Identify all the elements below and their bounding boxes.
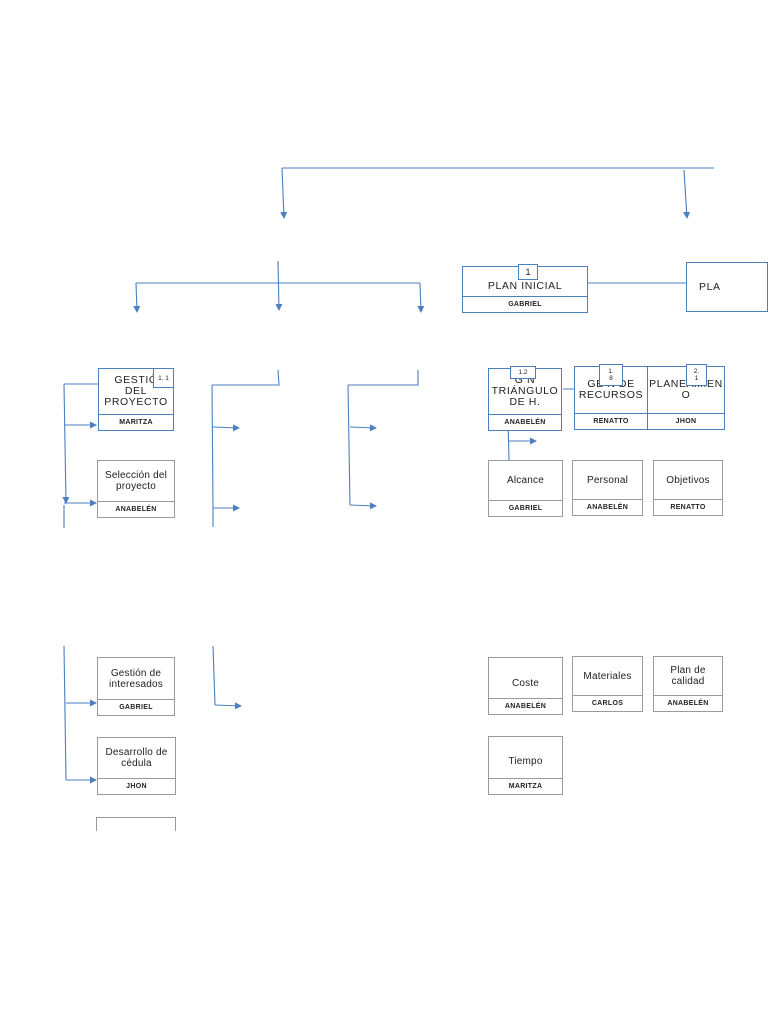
gestion-interesados-node: Gestión de interesados GABRIEL xyxy=(97,657,175,716)
node-title: Selección del proyecto xyxy=(104,470,168,492)
node-title: Gestión de interesados xyxy=(109,667,163,690)
plan-calidad-node: Plan de calidad ANABELÉN xyxy=(653,656,723,712)
node-owner: GABRIEL xyxy=(489,500,562,516)
node-owner: GABRIEL xyxy=(463,296,587,312)
node-title: PLA xyxy=(699,280,721,293)
node-owner: ANABELÉN xyxy=(489,698,562,714)
node-title: G N TRIÁNGULO DE H. xyxy=(491,374,559,408)
node-owner: JHON xyxy=(98,778,175,794)
node-title: Personal xyxy=(586,474,629,486)
tiempo-node: Tiempo MARITZA xyxy=(488,736,563,795)
plan-cut-node: PLA xyxy=(686,262,768,312)
node-title: Plan de calidad xyxy=(670,665,706,687)
node-owner: RENATTO xyxy=(654,499,722,515)
cut-off-node xyxy=(96,817,176,831)
node-owner: ANABELÉN xyxy=(654,695,722,711)
node-code: 2. 1 xyxy=(686,364,707,386)
node-code: 1. 8 xyxy=(599,364,623,386)
node-title: GESTIÓ DEL PROYECTO xyxy=(104,374,168,408)
node-title: Alcance xyxy=(507,475,544,486)
coste-node: Coste ANABELÉN xyxy=(488,657,563,715)
desarrollo-cedula-node: Desarrollo de cédula JHON xyxy=(97,737,176,795)
node-owner: ANABELÉN xyxy=(98,501,174,517)
materiales-node: Materiales CARLOS xyxy=(572,656,643,712)
node-title: Desarrollo de cédula xyxy=(105,747,168,769)
node-owner: MARITZA xyxy=(489,778,562,794)
personal-node: Personal ANABELÉN xyxy=(572,460,643,516)
node-title: PLAN INICIAL xyxy=(487,280,563,292)
node-title: Coste xyxy=(511,677,540,689)
node-code: 1 xyxy=(518,264,538,280)
node-owner: RENATTO xyxy=(575,413,647,429)
node-code: 1.2 xyxy=(510,366,536,379)
node-code: 1. 1 xyxy=(153,368,174,388)
node-title: Tiempo xyxy=(508,756,543,767)
node-owner: ANABELÉN xyxy=(489,414,561,430)
node-owner: GABRIEL xyxy=(98,699,174,715)
node-owner: MARITZA xyxy=(99,414,173,430)
node-owner: JHON xyxy=(648,413,724,429)
node-owner: CARLOS xyxy=(573,695,642,711)
alcance-node: Alcance GABRIEL xyxy=(488,460,563,517)
node-title: Objetivos xyxy=(666,474,710,486)
objetivos-node: Objetivos RENATTO xyxy=(653,460,723,516)
seleccion-proyecto-node: Selección del proyecto ANABELÉN xyxy=(97,460,175,518)
node-title: Materiales xyxy=(583,670,632,682)
node-owner: ANABELÉN xyxy=(573,499,642,515)
node-title: PLANEAMIEN O xyxy=(649,379,722,401)
